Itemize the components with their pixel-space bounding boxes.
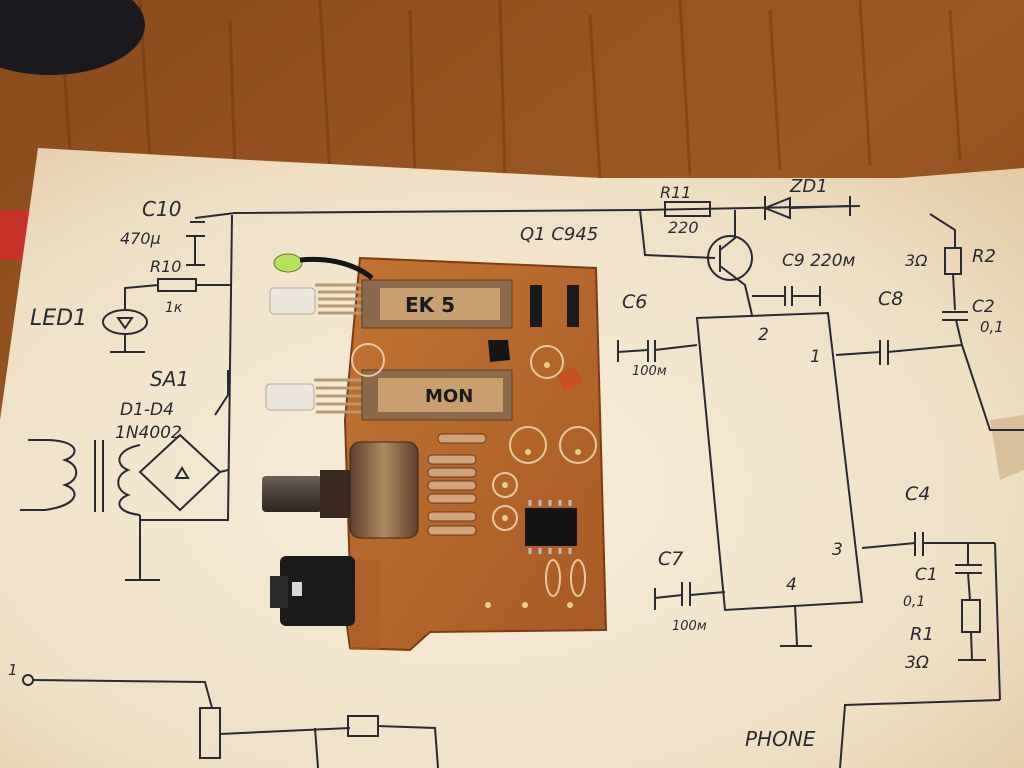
label-c2: C2 (972, 297, 995, 317)
label-led1: LED1 (30, 306, 87, 331)
label-c1-value: 0,1 (903, 594, 925, 610)
label-c6-value: 100м (632, 364, 667, 379)
label-c9: C9 220м (782, 251, 856, 271)
label-zd1: ZD1 (789, 176, 828, 197)
label-q1: Q1 C945 (520, 224, 598, 245)
label-pin4: 4 (786, 575, 797, 595)
switch-label-top: EK 5 (405, 293, 455, 317)
dark-object (0, 0, 145, 75)
ic-chip (525, 500, 577, 554)
schematic-wires (20, 196, 1024, 768)
ceramic-capacitor (557, 366, 583, 392)
label-diodes: D1-D4 (120, 400, 174, 420)
label-c10-value: 470µ (120, 229, 161, 248)
label-r1: R1 (910, 624, 934, 645)
push-switch-bottom: MON (265, 369, 513, 421)
label-r2: R2 (972, 246, 996, 267)
headphone-jack (270, 556, 355, 626)
label-c6: C6 (622, 291, 647, 313)
label-c4: C4 (905, 483, 930, 505)
label-c2-value: 0,1 (980, 318, 1004, 336)
resistor-array (427, 433, 487, 536)
label-r11: R11 (660, 183, 691, 202)
label-pin2: 2 (758, 325, 769, 345)
label-r10: R10 (150, 257, 181, 276)
switch-label-bottom: MON (425, 386, 473, 407)
schematic-labels: C10 470µ R10 1к LED1 SA1 D1-D4 1N4002 R1… (8, 176, 1004, 751)
label-r11-value: 220 (668, 218, 699, 237)
label-phone: PHONE (745, 727, 816, 751)
green-led (273, 253, 303, 273)
table-texture (58, 0, 962, 181)
label-sa1: SA1 (150, 367, 189, 391)
capacitor-pads (351, 343, 597, 531)
label-r10-value: 1к (165, 300, 183, 316)
label-c7-value: 100м (672, 619, 707, 634)
solder-pads (485, 362, 581, 608)
label-r1-value: 3Ω (905, 653, 929, 673)
label-pin1: 1 (810, 347, 821, 367)
label-c7: C7 (658, 548, 683, 570)
label-r2-value: 3Ω (905, 251, 928, 270)
label-input: 1 (8, 661, 18, 679)
label-pin3: 3 (832, 540, 843, 560)
transistor (488, 340, 510, 362)
label-diode-part: 1N4002 (115, 423, 182, 443)
diode-2 (567, 285, 579, 327)
paper-fold (990, 415, 1024, 480)
label-c8: C8 (878, 288, 903, 310)
diode-1 (530, 285, 542, 327)
potentiometer (262, 441, 419, 539)
label-c10: C10 (142, 197, 181, 221)
label-c1: C1 (915, 565, 938, 585)
push-switch-top: EK 5 (269, 279, 513, 329)
pcb-board: EK 5 MON (262, 253, 608, 652)
led-wire (299, 256, 374, 280)
